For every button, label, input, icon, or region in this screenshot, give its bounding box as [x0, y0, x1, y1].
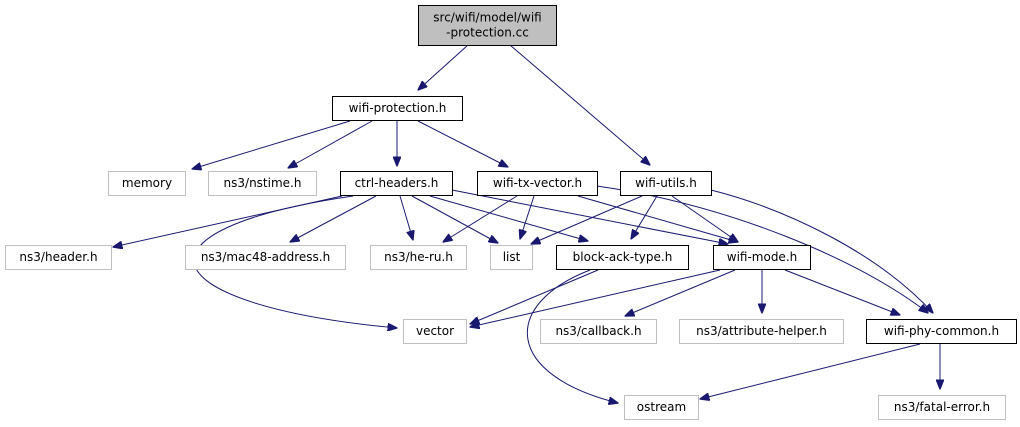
edge-wifi-tx-vector-to-he-ru: [443, 195, 518, 242]
node-label: vector: [416, 324, 454, 338]
edge-wifi-utils-to-wifi-mode: [671, 195, 738, 242]
node-label: ns3/he-ru.h: [384, 250, 453, 264]
edges: [113, 44, 940, 403]
node-label: src/wifi/model/wifi: [433, 11, 541, 25]
edge-ctrl-headers-to-block-ack: [429, 195, 588, 241]
node-wifi-tx-vector[interactable]: wifi-tx-vector.h: [477, 171, 598, 196]
node-box: [340, 171, 453, 196]
node-root[interactable]: src/wifi/model/wifi-protection.cc: [418, 5, 557, 46]
edge-wifi-tx-vector-to-list: [520, 195, 535, 239]
edge-block-ack-to-ostream: [526, 269, 618, 403]
edge-wifi-mode-to-callback: [625, 269, 736, 316]
node-wifi-utils[interactable]: wifi-utils.h: [620, 171, 712, 196]
node-box: [418, 5, 557, 46]
node-wifi-protection-h[interactable]: wifi-protection.h: [332, 96, 463, 121]
node-label: ostream: [637, 400, 686, 414]
node-fatal-error: ns3/fatal-error.h: [878, 395, 1006, 420]
node-box: [866, 319, 1017, 344]
node-he-ru: ns3/he-ru.h: [370, 245, 467, 270]
edge-ctrl-headers-to-he-ru: [399, 195, 413, 240]
node-box: [490, 245, 533, 270]
node-ostream: ostream: [624, 395, 699, 420]
edge-ctrl-headers-to-mac48: [290, 195, 377, 242]
node-wifi-phy-common[interactable]: wifi-phy-common.h: [866, 319, 1017, 344]
node-label: ns3/attribute-helper.h: [696, 324, 827, 338]
node-box: [477, 171, 598, 196]
node-box: [713, 245, 811, 270]
edge-wifi-protection-h-to-wifi-tx-vector: [417, 120, 508, 167]
node-box: [332, 96, 463, 121]
edge-block-ack-to-vector: [470, 269, 599, 324]
edge-wifi-mode-to-vector: [470, 269, 721, 327]
edge-wifi-protection-h-to-nstime: [288, 120, 373, 168]
node-box: [540, 319, 657, 344]
node-box: [108, 171, 186, 196]
edge-wifi-mode-to-wifi-phy-common: [784, 269, 900, 315]
node-block-ack[interactable]: block-ack-type.h: [556, 245, 689, 270]
node-label: wifi-utils.h: [635, 176, 697, 190]
node-box: [624, 395, 699, 420]
edge-root-to-wifi-protection-h: [418, 44, 469, 90]
node-label: ns3/header.h: [19, 250, 97, 264]
node-label: wifi-tx-vector.h: [493, 176, 582, 190]
node-box: [878, 395, 1006, 420]
edge-wifi-utils-to-wifi-phy-common: [710, 189, 933, 313]
node-label: block-ack-type.h: [573, 250, 673, 264]
edge-wifi-tx-vector-to-wifi-mode: [577, 195, 738, 242]
node-label: list: [503, 250, 521, 264]
edge-ctrl-headers-to-list: [411, 195, 498, 243]
edge-wifi-utils-to-list: [531, 195, 643, 244]
node-vector: vector: [403, 319, 467, 344]
edge-root-to-wifi-utils: [509, 44, 650, 165]
node-label: ns3/nstime.h: [224, 176, 302, 190]
nodes: src/wifi/model/wifi-protection.cc wifi-pr…: [5, 5, 1017, 420]
node-ctrl-headers[interactable]: ctrl-headers.h: [340, 171, 453, 196]
node-mac48: ns3/mac48-address.h: [185, 245, 346, 270]
node-box: [403, 319, 467, 344]
node-header-h: ns3/header.h: [5, 245, 112, 270]
node-label: ctrl-headers.h: [355, 176, 439, 190]
node-box: [679, 319, 844, 344]
node-label: wifi-phy-common.h: [884, 324, 999, 338]
node-label: wifi-protection.h: [349, 101, 447, 115]
node-box: [5, 245, 112, 270]
node-list: list: [490, 245, 533, 270]
node-label: ns3/mac48-address.h: [201, 250, 330, 264]
node-label: -protection.cc: [446, 26, 529, 40]
node-attribute-helper: ns3/attribute-helper.h: [679, 319, 844, 344]
edge-wifi-utils-to-block-ack: [631, 195, 658, 239]
node-label: wifi-mode.h: [727, 250, 798, 264]
node-label: memory: [122, 176, 172, 190]
node-label: ns3/fatal-error.h: [894, 400, 990, 414]
node-wifi-mode[interactable]: wifi-mode.h: [713, 245, 811, 270]
node-callback: ns3/callback.h: [540, 319, 657, 344]
node-box: [370, 245, 467, 270]
edge-ctrl-headers-to-wifi-mode: [451, 189, 728, 244]
node-memory: memory: [108, 171, 186, 196]
node-box: [556, 245, 689, 270]
node-nstime: ns3/nstime.h: [208, 171, 317, 196]
node-box: [620, 171, 712, 196]
edge-wifi-protection-h-to-memory: [192, 120, 351, 169]
node-label: ns3/callback.h: [555, 324, 641, 338]
edge-wifi-phy-common-to-ostream: [700, 343, 921, 399]
node-box: [185, 245, 346, 270]
node-box: [208, 171, 317, 196]
